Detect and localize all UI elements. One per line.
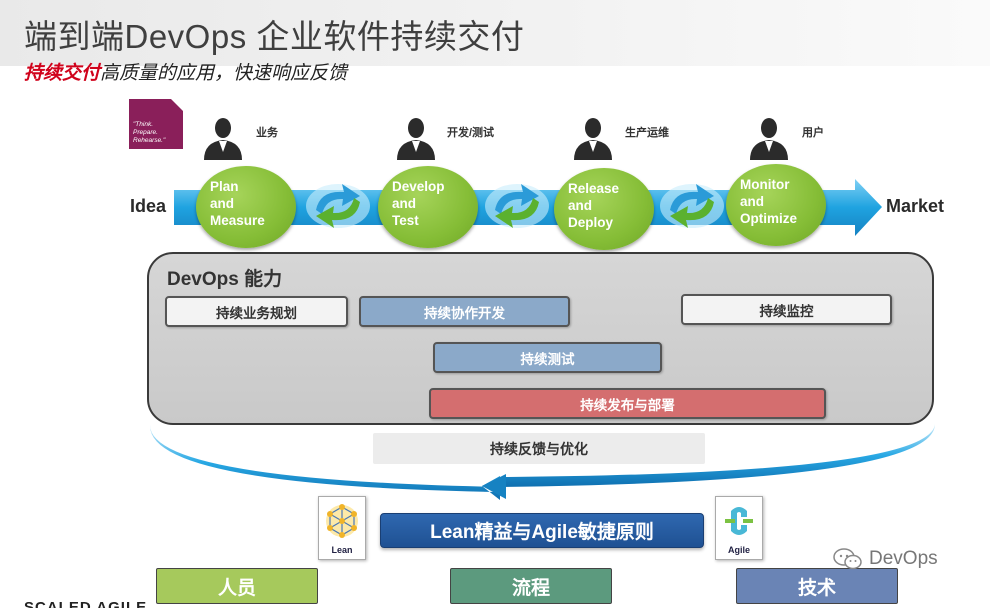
think-prepare-rehearse-logo: "Think. Prepare. Rehearse." xyxy=(129,99,183,149)
person-icon xyxy=(397,118,435,160)
stage-monitor-optimize: Monitor and Optimize xyxy=(726,164,826,246)
market-label: Market xyxy=(886,196,945,216)
person-icon xyxy=(750,118,788,160)
capability-title: DevOps 能力 xyxy=(167,269,283,290)
role-dev-test: 开发/测试 xyxy=(393,116,494,160)
capability-release-deploy: 持续发布与部署 xyxy=(429,388,826,419)
stage-line: Develop xyxy=(392,179,445,194)
role-business: 业务 xyxy=(200,116,278,160)
wechat-icon xyxy=(833,548,862,570)
lean-badge: Lean xyxy=(318,496,366,560)
lean-network-icon xyxy=(326,504,358,538)
stage-line: Monitor xyxy=(740,177,790,192)
stage-line: and xyxy=(210,196,235,211)
page-title: 端到端DevOps 企业软件持续交付 xyxy=(24,18,525,55)
wechat-watermark: DevOps xyxy=(833,547,938,571)
cycle-arrows-icon xyxy=(306,184,370,228)
stage-line: and xyxy=(568,198,593,213)
stage-line: and xyxy=(392,196,417,211)
capability-business-planning: 持续业务规划 xyxy=(165,296,348,327)
footer-brand: SCALED AGILE xyxy=(24,600,147,608)
pillar-technology: 技术 xyxy=(736,568,898,604)
role-label: 业务 xyxy=(256,127,278,139)
stage-line: Deploy xyxy=(568,215,614,230)
page-subtitle: 持续交付高质量的应用，快速响应反馈 xyxy=(24,58,347,85)
badge-label: Lean xyxy=(331,545,353,555)
stage-line: Release xyxy=(568,181,620,196)
logo-line: Prepare. xyxy=(133,129,158,136)
stage-line: Optimize xyxy=(740,211,798,226)
stage-line: Test xyxy=(392,213,419,228)
capability-collaborative-dev: 持续协作开发 xyxy=(359,296,570,327)
person-icon xyxy=(574,118,612,160)
logo-line: Rehearse." xyxy=(133,137,166,144)
stage-develop-test: Develop and Test xyxy=(378,166,478,248)
stage-release-deploy: Release and Deploy xyxy=(554,168,654,250)
capability-testing: 持续测试 xyxy=(433,342,662,373)
watermark-text: DevOps xyxy=(869,548,938,569)
lean-agile-principles: Lean精益与Agile敏捷原则 xyxy=(380,513,704,548)
agile-loop-icon xyxy=(725,507,753,535)
logo-line: "Think. xyxy=(133,121,154,128)
role-label: 生产运维 xyxy=(625,127,669,139)
role-label: 用户 xyxy=(802,127,824,139)
stage-line: Measure xyxy=(210,213,265,228)
header-band xyxy=(0,0,990,66)
role-user: 用户 xyxy=(746,116,824,160)
badge-label: Agile xyxy=(727,545,750,555)
feedback-optimization: 持续反馈与优化 xyxy=(373,433,705,464)
subtitle-highlight: 持续交付 xyxy=(24,63,101,84)
person-icon xyxy=(204,118,242,160)
stage-line: and xyxy=(740,194,765,209)
role-label: 开发/测试 xyxy=(447,127,495,139)
stage-plan-measure: Plan and Measure xyxy=(196,166,296,248)
stage-line: Plan xyxy=(210,179,239,194)
agile-badge: Agile xyxy=(715,496,763,560)
pillar-process: 流程 xyxy=(450,568,612,604)
cycle-arrows-icon xyxy=(485,184,549,228)
pillar-people: 人员 xyxy=(156,568,318,604)
role-ops: 生产运维 xyxy=(570,116,669,160)
cycle-arrows-icon xyxy=(660,184,724,228)
idea-label: Idea xyxy=(130,196,167,216)
subtitle-rest: 高质量的应用，快速响应反馈 xyxy=(100,63,348,84)
capability-monitoring: 持续监控 xyxy=(681,294,892,325)
